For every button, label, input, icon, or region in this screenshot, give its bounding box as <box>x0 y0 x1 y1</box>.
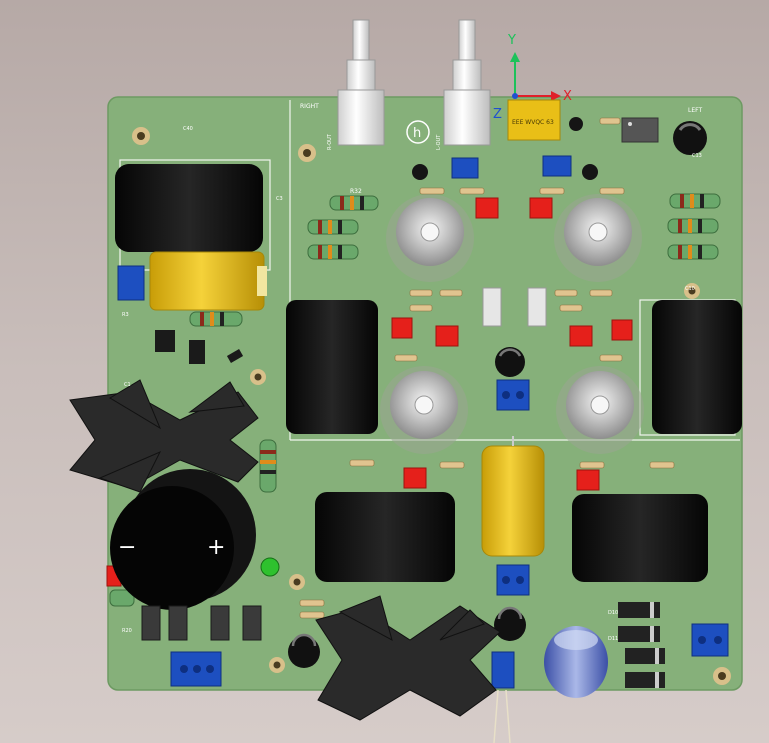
electrolytic-cap-left-top <box>115 164 263 252</box>
label-r-out: R-OUT <box>327 133 333 150</box>
logo: h <box>406 120 430 144</box>
resistor <box>329 195 379 211</box>
designator-labels: R32 C3 C10 C13 D10 D11 R20 C1 R3 C40 <box>122 126 702 642</box>
led-green <box>260 557 280 577</box>
trimmer-pot <box>117 155 572 301</box>
designator: D10 <box>608 610 618 616</box>
resistor <box>307 219 359 235</box>
vacuum-tube-1 <box>386 194 474 282</box>
resistor <box>259 439 277 493</box>
rectifier-plus: + <box>207 535 225 560</box>
label-l-out: L-OUT <box>436 134 442 150</box>
mounting-hole <box>132 127 150 145</box>
film-capacitor-left <box>149 251 267 311</box>
mounting-hole <box>684 283 700 299</box>
electrolytic-cap-top-right <box>673 121 707 155</box>
resistor <box>667 218 719 234</box>
bnc-connector-left <box>443 19 491 146</box>
electrolytic-cap-bottom-right <box>572 494 708 582</box>
label-right-channel: RIGHT <box>300 103 319 110</box>
heatsink-left <box>69 379 259 493</box>
diode <box>625 648 665 664</box>
terminal-block <box>491 651 515 689</box>
label-left-channel: LEFT <box>688 107 702 114</box>
mounting-hole <box>250 369 266 385</box>
small-resistors <box>299 117 675 619</box>
smd-ics-left <box>155 330 244 364</box>
bnc-connector-right <box>337 19 385 146</box>
film-capacitor-small: EEE WVQC 63 <box>507 99 561 141</box>
designator: C1 <box>124 382 131 388</box>
designator: C3 <box>276 196 283 202</box>
terminal-block <box>170 651 222 687</box>
mounting-hole <box>289 574 305 590</box>
mounting-hole <box>713 667 731 685</box>
diode <box>625 672 665 688</box>
axis-y-label: Y <box>507 33 516 48</box>
designator: C13 <box>692 153 702 159</box>
axis-gizmo: Y X Z <box>493 33 572 122</box>
transistor <box>412 117 598 180</box>
mounting-holes <box>132 127 731 685</box>
electrolytic-cap-mid-left <box>286 300 378 434</box>
resistor <box>669 193 721 209</box>
mounting-hole <box>298 144 316 162</box>
diode <box>618 626 660 642</box>
diode <box>618 602 660 618</box>
terminal-block <box>496 564 530 596</box>
svg-text:EEE WVQC 63: EEE WVQC 63 <box>512 119 554 126</box>
designator: C40 <box>183 126 193 132</box>
svg-text:h: h <box>413 126 421 141</box>
vacuum-tube-2 <box>554 194 642 282</box>
mounting-hole <box>269 657 285 673</box>
film-capacitor-center <box>481 436 545 557</box>
designator: R32 <box>350 188 362 195</box>
electrolytic-cap-blue <box>544 626 608 698</box>
ic-chip <box>621 117 659 143</box>
lead-wires <box>493 689 511 743</box>
electrolytic-cap-bottom-left <box>315 492 455 582</box>
terminal-block <box>691 623 729 657</box>
axis-x-label: X <box>563 89 572 104</box>
axis-z-label: Z <box>493 107 502 122</box>
rectifier-minus: − <box>118 535 136 560</box>
resistors <box>109 193 721 607</box>
vacuum-tube-4 <box>556 366 644 454</box>
bridge-rectifier: − + <box>110 469 256 610</box>
resistor <box>109 589 135 607</box>
heatsink-bottom <box>315 595 501 721</box>
relay <box>482 287 547 327</box>
terminal-blocks <box>170 379 729 689</box>
small-electrolytics <box>288 347 526 668</box>
designator: C10 <box>685 286 695 292</box>
smd-capacitors <box>106 197 633 587</box>
diodes <box>618 602 665 688</box>
electrolytic-cap-mid-right <box>652 300 742 434</box>
designator: D11 <box>608 636 618 642</box>
resistor <box>307 244 359 260</box>
resistor <box>189 311 243 327</box>
designator: R3 <box>122 312 129 318</box>
terminal-block <box>496 379 530 411</box>
resistor <box>667 244 719 260</box>
designator: R20 <box>122 628 132 634</box>
vacuum-tube-3 <box>380 366 468 454</box>
regulators <box>141 605 262 641</box>
